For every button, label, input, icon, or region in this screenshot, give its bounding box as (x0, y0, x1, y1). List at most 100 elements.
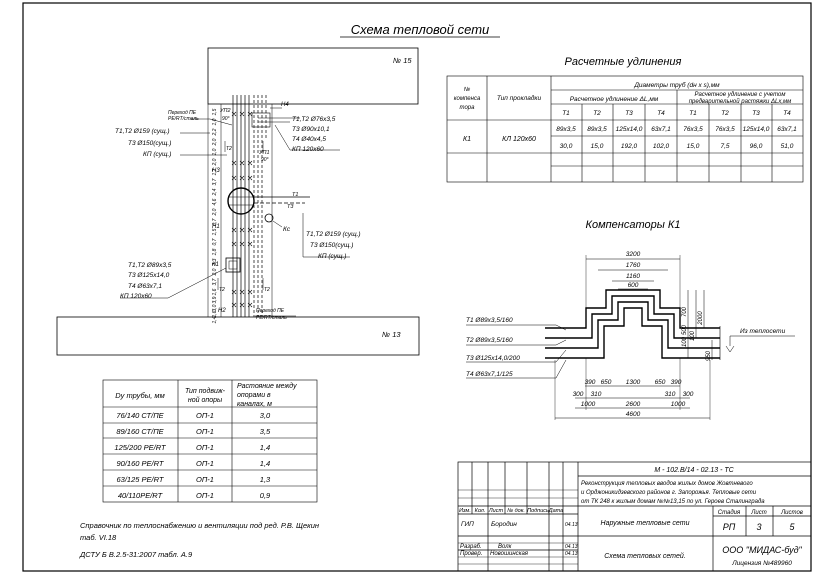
dimension-value: 1,6 (212, 288, 218, 295)
comp-dim-bottom: 1000 (581, 401, 596, 408)
mark-t3: Т3 (287, 204, 294, 210)
sub-left: Расчетное удлинение ΔL,мм (570, 95, 659, 103)
gip-name: Бородин (491, 520, 517, 528)
support-header-type-2: ной опоры (188, 396, 223, 404)
chk-name: Новошинская (490, 551, 529, 557)
to-network: Из теплосети (740, 328, 786, 335)
diam-cell: 76х3,5 (683, 126, 703, 133)
pipe-label-1: Т1 Ø89х3,5/160 (466, 317, 513, 324)
license: Лицензия №489960 (731, 560, 792, 567)
support-dy-cell: 63/125 PE/RT (117, 475, 165, 484)
dimension-value: 3,3 (212, 258, 218, 265)
elong-value-cell: 96,0 (750, 143, 763, 150)
sub-right-2: предварительной растяжки ΔLх,мм (689, 98, 792, 105)
pipe-col-header: Т3 (625, 110, 633, 117)
transition-top-2: PE/RT/сталь (168, 116, 199, 122)
dimension-value: 3,7 (212, 278, 218, 285)
comp-dim-bottom: 310 (591, 391, 602, 398)
col-type: Тип прокладки (497, 94, 542, 102)
sheet-value: 3 (756, 522, 761, 532)
elong-value-cell: 15,0 (591, 143, 604, 150)
support-header-dist-1: Растояние между (237, 382, 297, 390)
mark-k1: К1 (212, 262, 219, 268)
right-top-line-3: Т4 Ø40х4,5 (292, 136, 326, 143)
mark-t2-a: Т2 (226, 146, 232, 152)
support-header-type-1: Тип подвиж- (185, 387, 226, 395)
comp-dim-bottom: 310 (665, 391, 676, 398)
diam-cell: 63х7,1 (777, 126, 797, 133)
diam-cell: 89х3,5 (556, 126, 576, 133)
comp-dim-total: 4600 (626, 411, 641, 418)
comp-dim-bottom: 2600 (625, 401, 641, 408)
building-top (207, 47, 419, 105)
support-dy-cell: 76/140 СТ/ПЕ (116, 411, 164, 420)
support-dist-cell: 1,3 (260, 475, 271, 484)
comp-dim-vert: 700 (682, 306, 688, 317)
right-mid-line-1: Т1,Т2 Ø159 (сущ.) (306, 231, 361, 238)
pipe-col-header: Т2 (721, 110, 729, 117)
scheme-labels: № 15 № 13 Т1,Т2 Ø159 (сущ.) Т3 Ø150(сущ.… (115, 56, 412, 339)
note-1: Справочник по теплоснабжению и вентиляци… (80, 521, 319, 530)
gip-role: ГИП (461, 521, 474, 528)
chk-role: Провер. (460, 551, 482, 557)
note-2: таб. VI.18 (80, 533, 117, 542)
gip-date: 04.13 (565, 522, 578, 528)
support-dy-cell: 40/110PE/RT (118, 491, 164, 500)
dev-date: 04.13 (565, 544, 578, 550)
transition-bottom-1: Переход ПЕ (256, 308, 285, 314)
dimension-value: 2,2 (212, 128, 218, 136)
dimension-value: 3,7 (212, 178, 218, 185)
mark-t1: Т1 (292, 192, 298, 198)
dimension-value: 3,9 (212, 296, 218, 303)
row-id: К1 (463, 136, 471, 143)
dimension-value: 4,6 (212, 198, 218, 205)
dimension-value: 1,5 (212, 108, 218, 115)
sheets-value: 5 (789, 522, 795, 532)
mark-h2: Н2 (218, 308, 226, 314)
mark-h1: Н1 (212, 224, 220, 230)
title-block-text: М - 102.В/14 - 02.13 - ТС Реконструкция … (459, 467, 803, 567)
mark-up1: УП1 (258, 150, 270, 156)
pipe-label-3: Т3 Ø125х14,0/200 (466, 355, 520, 362)
dimension-value: 0,7 (212, 238, 218, 245)
elongation-table (446, 75, 804, 183)
main-title: Схема тепловой сети (351, 22, 490, 37)
doc-code: М - 102.В/14 - 02.13 - ТС (654, 467, 734, 474)
right-top-line-2: Т3 Ø90х10,1 (292, 126, 330, 133)
left-top-line-2: Т3 Ø150(сущ.) (128, 140, 171, 147)
comp-dim-vert: 500 (682, 324, 688, 335)
compensator-title: Компенсаторы К1 (585, 219, 680, 231)
comp-dim-bottom: 650 (655, 379, 666, 386)
sheet-title: Схема тепловых сетей. (604, 552, 686, 560)
support-dist-cell: 3,5 (260, 427, 271, 436)
dimension-value: 0,7 (212, 218, 218, 225)
support-header-dist-2: опорами в (237, 392, 271, 399)
left-top-line-3: КП (сущ.) (143, 151, 171, 158)
dimension-value: 1,6 (212, 310, 218, 317)
pipe-label-2: Т2 Ø89х3,5/160 (466, 337, 513, 344)
mark-kc: Кс (283, 226, 291, 233)
transition-bottom-2: PE/RT/сталь (256, 315, 287, 321)
col-num-3: тора (460, 105, 476, 111)
dimension-value: 1,8 (212, 248, 218, 255)
sheet-frame (22, 2, 812, 572)
support-type-cell: ОП-1 (196, 443, 214, 452)
support-header-dy: Dy трубы, мм (115, 391, 164, 400)
stamp-col-header: Лист (488, 508, 504, 514)
right-mid-line-2: Т3 Ø150(сущ.) (310, 242, 353, 249)
elong-value-cell: 15,0 (687, 143, 700, 150)
support-type-cell: ОП-1 (196, 411, 214, 420)
left-bottom-line-4: КП 120х60 (120, 293, 152, 300)
pipe-label-4: Т4 Ø63х7,1/125 (466, 371, 513, 378)
row-type: КЛ 120х60 (502, 136, 536, 143)
dimension-value: 3,0 (212, 304, 218, 311)
dimension-value: 1,4 (212, 316, 218, 323)
right-mid-line-3: КП (сущ.) (318, 253, 346, 260)
mark-h4: Н4 (281, 102, 289, 108)
comp-dim-top: 1160 (626, 273, 640, 280)
support-dy-cell: 90/160 PE/RT (117, 459, 165, 468)
heat-network-scheme (56, 47, 420, 356)
pipe-col-header: Т3 (752, 110, 760, 117)
stamp-col-header: № док. (507, 508, 525, 514)
